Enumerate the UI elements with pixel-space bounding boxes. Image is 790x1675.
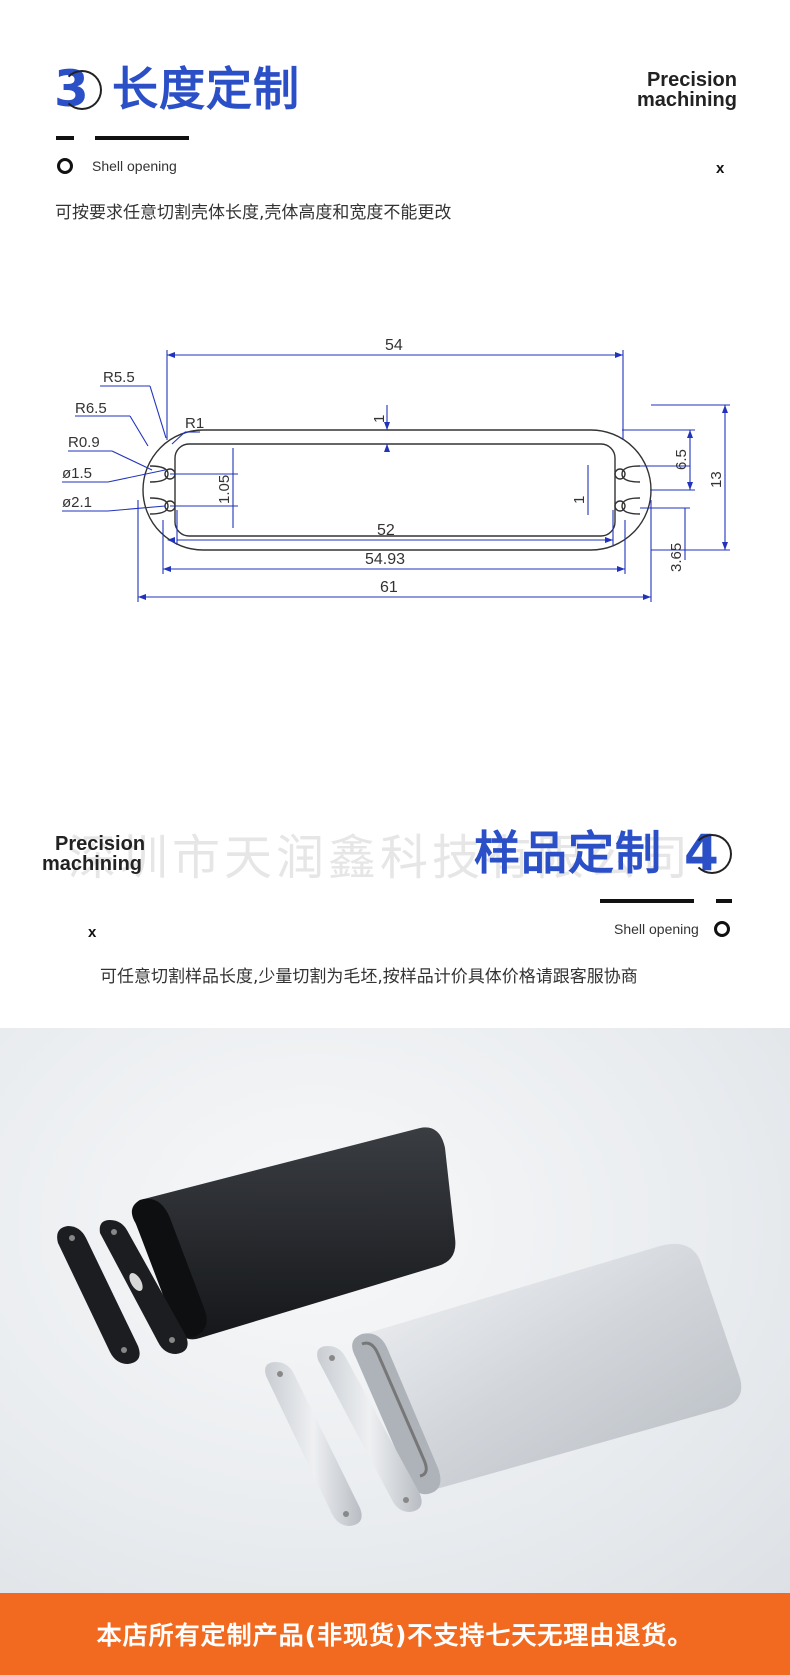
label-d15: ø1.5 [62, 465, 92, 482]
silver-enclosure [352, 1243, 742, 1495]
black-enclosure [131, 1127, 456, 1340]
section3-bar-short [56, 136, 74, 140]
profile-drawing: 54 1 1.05 1 6.5 13 3.65 52 54.93 61 R5.5… [62, 337, 730, 602]
silver-end-plates [265, 1346, 422, 1526]
label-r55: R5.5 [103, 369, 135, 386]
section4-precision-line1: Precision [55, 833, 146, 855]
section4-bar-long [600, 899, 694, 903]
section4-number-ring [692, 834, 732, 874]
label-d21: ø2.1 [62, 494, 92, 511]
section3-circle-icon [57, 158, 73, 174]
section3-precision-line1: Precision [646, 69, 737, 91]
section3-shell-opening: Shell opening [92, 158, 177, 174]
profile-inner-outline [174, 443, 616, 537]
label-r09: R0.9 [68, 434, 100, 451]
profile-right-slot-bottom [621, 497, 641, 515]
label-r65: R6.5 [75, 400, 107, 417]
company-watermark: 深圳市天润鑫科技有限公司 [68, 830, 693, 886]
section3-number-ring [62, 70, 102, 110]
section4-precision-line2: machining [42, 853, 143, 875]
label-r1: R1 [185, 415, 204, 432]
dim-right-half: 6.5 [673, 449, 690, 470]
black-end-plates [57, 1220, 188, 1364]
footer-banner: 本店所有定制产品(非现货)不支持七天无理由退货。 [0, 1593, 790, 1675]
profile-left-slot-bottom [149, 497, 169, 515]
dim-wall-top: 1 [371, 415, 388, 423]
profile-left-slot-top [149, 465, 169, 483]
section4-circle-icon [714, 921, 730, 937]
section4-bar-short [716, 899, 732, 903]
section4-shell-opening: Shell opening [614, 921, 699, 937]
dim-total-width: 61 [380, 579, 398, 596]
section3-description: 可按要求任意切割壳体长度,壳体高度和宽度不能更改 [55, 203, 452, 223]
dim-inner-height: 1.05 [216, 475, 233, 504]
section3-bar-long [95, 136, 189, 140]
section4-title: 样品定制 [474, 826, 662, 880]
section4-description: 可任意切割样品长度,少量切割为毛坯,按样品计价具体价格请跟客服协商 [100, 967, 638, 987]
dim-outer-flat: 54.93 [365, 551, 405, 568]
dim-slot: 3.65 [668, 543, 685, 572]
footer-notice: 本店所有定制产品(非现货)不支持七天无理由退货。 [96, 1621, 694, 1650]
dim-wall-right: 1 [571, 496, 588, 504]
product-photo [0, 1028, 790, 1593]
profile-right-slot-top [621, 465, 641, 483]
dim-inner-width: 52 [377, 522, 395, 539]
section3-title: 长度定制 [112, 62, 300, 116]
section4-x-mark: x [88, 924, 97, 941]
dim-total-height: 13 [708, 471, 725, 488]
dim-top-width: 54 [385, 337, 403, 354]
section3-precision-line2: machining [636, 89, 737, 111]
section3-x-mark: x [716, 160, 725, 177]
